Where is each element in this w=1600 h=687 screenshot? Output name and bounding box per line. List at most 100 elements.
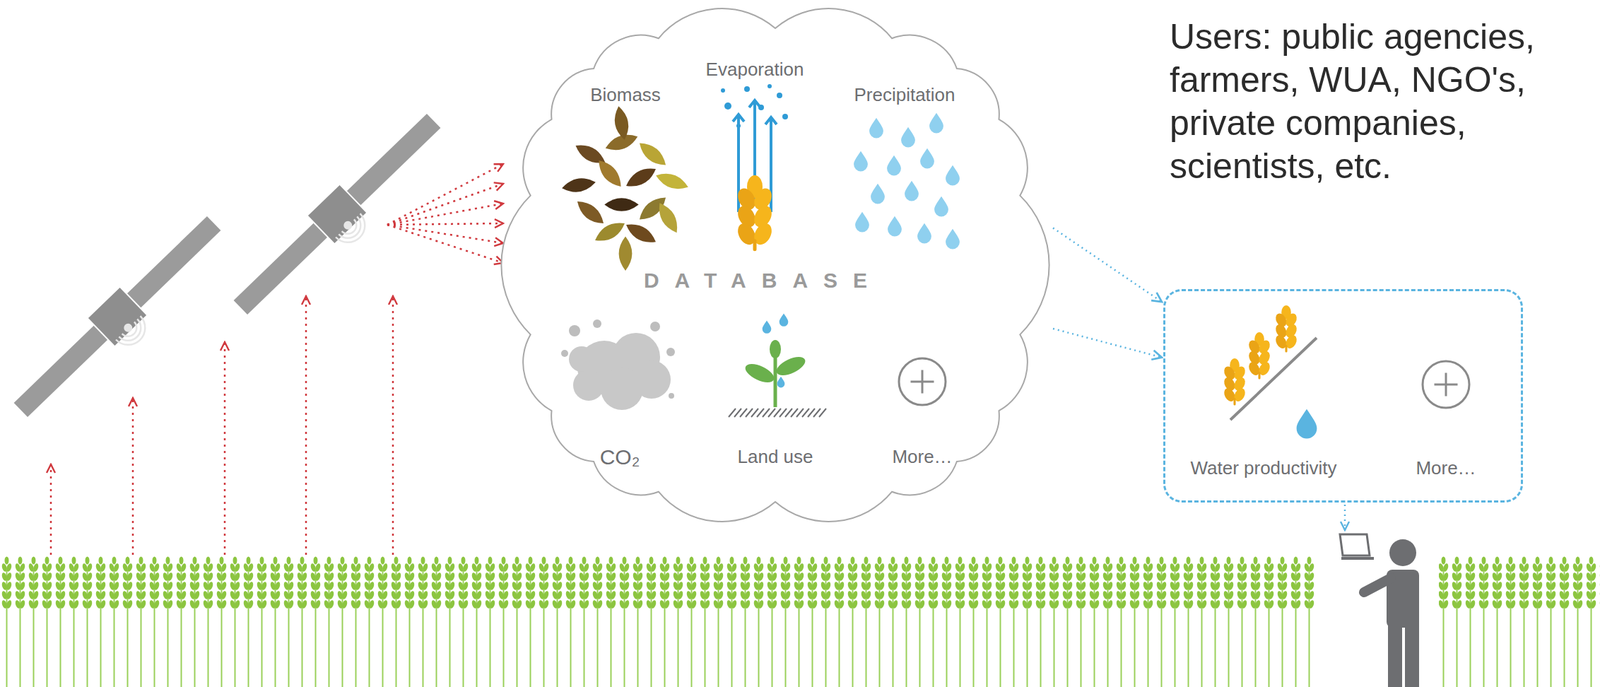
evaporation-icon [720, 84, 788, 250]
sensing-arrow [224, 342, 227, 555]
leaf [619, 236, 633, 271]
plant-leaf [742, 360, 777, 387]
laptop-screen [1339, 534, 1370, 556]
sensing-arrow [392, 296, 395, 555]
vapour-arrowhead [732, 114, 745, 122]
signal-ring [115, 315, 152, 352]
icon-label: Water productivity [1190, 457, 1337, 480]
water-drop [870, 183, 885, 205]
smoke-dot [666, 347, 675, 357]
vapour-dot [767, 84, 772, 89]
sensing-arrow [50, 464, 53, 555]
data-transfer-arrow [387, 203, 504, 225]
users-note: Users: public agencies, farmers, WUA, NG… [1169, 15, 1587, 188]
user-figure [1339, 534, 1420, 687]
co2-icon [561, 319, 675, 410]
more-circle [898, 358, 946, 405]
sensing-arrow [305, 296, 308, 555]
icon-label: Land use [737, 446, 814, 468]
person-arm [1363, 578, 1391, 593]
antenna [342, 219, 355, 232]
smoke-dot [592, 319, 602, 328]
vapour-dot [782, 113, 788, 120]
satellite-body [307, 184, 368, 245]
leaf [653, 200, 682, 237]
vapour-dot [776, 92, 783, 99]
icon-label: CO₂ [600, 445, 641, 470]
signal-ring [118, 318, 146, 346]
ratio-slash [1230, 337, 1317, 420]
data-transfer-arrow [387, 223, 504, 225]
icon-label: More… [891, 446, 952, 468]
solar-panel [233, 113, 441, 315]
smoke-puff [600, 367, 644, 410]
data-transfer-arrow [387, 183, 504, 225]
person-head [1389, 539, 1417, 567]
plus-bar [1445, 373, 1448, 397]
signal-ring [338, 216, 366, 244]
wheat-icon [734, 175, 776, 250]
leaf [593, 156, 626, 191]
icon-label: More… [1415, 457, 1476, 480]
vapour-arrowhead [765, 117, 777, 125]
leaf [612, 105, 632, 142]
water-drop [887, 216, 902, 237]
cloud-outline [501, 8, 1049, 522]
satellite [7, 209, 237, 434]
water-drop [869, 118, 884, 139]
plant-leaf [773, 353, 808, 380]
ground-hatch [819, 408, 827, 417]
more-symbol [898, 358, 946, 405]
water-drop [779, 313, 789, 327]
water-drop [920, 148, 935, 169]
leaf [573, 196, 608, 229]
water-drop [762, 320, 772, 334]
smoke-puff [573, 369, 605, 401]
icon-label: Precipitation [853, 84, 955, 107]
data-transfer-arrow [387, 224, 504, 244]
output-box: Water productivity More… [1163, 289, 1523, 503]
vapour-dot [720, 88, 726, 93]
wheat-icon [1246, 332, 1273, 379]
vapour-dot [744, 86, 750, 92]
water-drop [853, 151, 868, 172]
database-title: DATABASE [628, 268, 883, 294]
wheat-icon [1273, 305, 1299, 352]
water-drop [917, 223, 932, 244]
water-drop [904, 180, 919, 202]
wheat-field [1438, 556, 1600, 687]
plant-stem [773, 356, 778, 408]
leaf [653, 168, 691, 193]
access-arrow [1344, 504, 1347, 531]
wheat-stem [1257, 373, 1261, 379]
laptop-base [1341, 556, 1374, 560]
icon-label: Biomass [590, 84, 661, 107]
wheat-stem [753, 240, 757, 250]
precipitation-icon [853, 113, 960, 250]
data-transfer-arrow [387, 224, 504, 263]
leaf [635, 137, 670, 170]
vapour-dot [724, 102, 732, 110]
database-cloud: BiomassEvaporationPrecipitationDATABASEC… [498, 0, 1054, 531]
wheat-field [0, 556, 1317, 687]
leaf [561, 175, 598, 196]
wheat-stem [1284, 346, 1287, 352]
smoke-dot [650, 321, 661, 332]
antenna [122, 321, 135, 334]
plant-bud [769, 339, 781, 359]
more-circle [1422, 361, 1470, 408]
smoke-dot [568, 325, 581, 337]
water-drop [886, 155, 902, 176]
person-leg [1404, 621, 1420, 687]
person-leg [1387, 621, 1403, 687]
data-transfer-arrow [387, 163, 504, 225]
water-drop [777, 376, 786, 388]
vapour-dot [736, 123, 741, 128]
more-symbol [1422, 361, 1470, 408]
smoke-puff [568, 346, 595, 372]
signal-ring [335, 213, 372, 250]
leaf [604, 197, 639, 212]
satellite-body [87, 286, 148, 347]
water-drop [855, 212, 870, 233]
sensing-arrow [132, 397, 135, 555]
